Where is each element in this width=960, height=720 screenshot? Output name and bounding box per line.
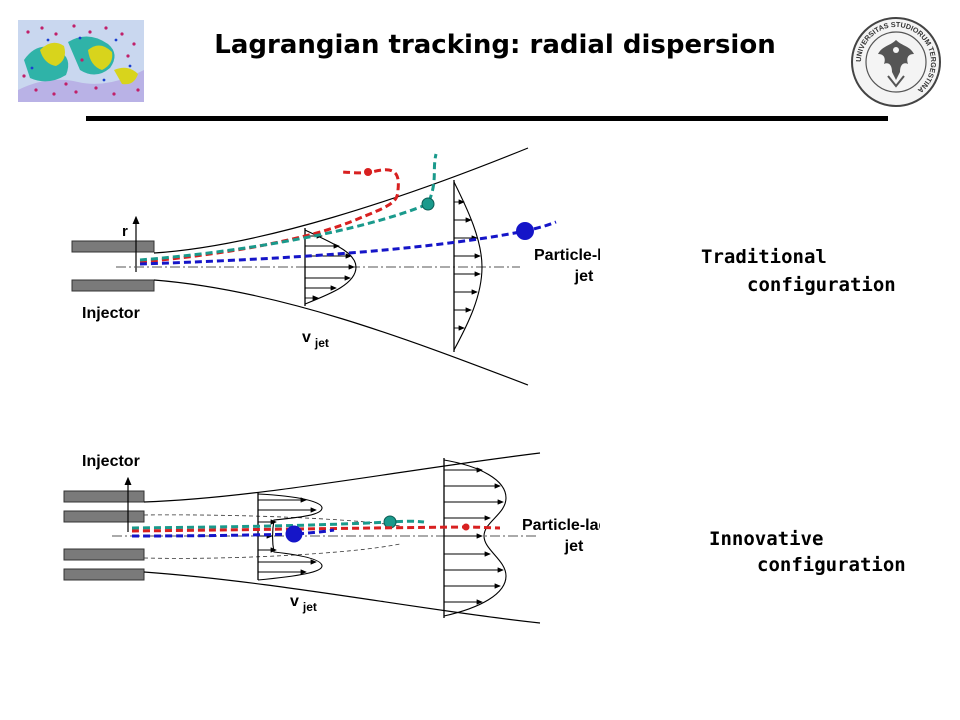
particle-blue	[516, 222, 534, 240]
page-title: Lagrangian tracking: radial dispersion	[214, 30, 776, 60]
injector-outer-upper-wall	[63, 490, 145, 503]
particle-blue-bottom	[285, 525, 303, 543]
trajectory-red	[139, 168, 400, 264]
profile-1-curve	[304, 229, 357, 305]
jet-label-bottom-line1: Particle-laden	[522, 517, 600, 534]
innovative-label-line2: configuration	[757, 554, 906, 576]
particle-teal-bottom	[383, 515, 397, 529]
jet-label-line1: Particle-laden	[534, 247, 600, 264]
title-divider	[86, 116, 888, 121]
profile-1-arrows	[305, 233, 355, 301]
inner-stream-upper	[143, 514, 401, 527]
profile-2-curve	[453, 181, 483, 351]
profile-2-arrows	[454, 199, 481, 331]
jet-label-line2: jet	[574, 268, 594, 285]
particle-teal	[421, 197, 435, 211]
university-seal-icon: UNIVERSITAS STUDIORUM TERGESTINA	[851, 17, 941, 107]
particle-red-bottom	[462, 523, 470, 531]
r-label: r	[122, 223, 128, 240]
trajectory-red-bottom	[131, 525, 501, 533]
traditional-label-line2: configuration	[747, 274, 896, 296]
innovative-label-line1: Innovative	[709, 528, 824, 550]
profile-4-curve	[443, 459, 507, 617]
traditional-diagram: r	[71, 147, 600, 386]
particle-red	[364, 168, 372, 176]
injector-upper-wall	[71, 240, 155, 253]
trajectory-blue	[139, 220, 557, 266]
jet-boundary-lower	[153, 279, 529, 386]
jet-boundary-lower-bottom	[143, 571, 541, 624]
injector-outer-lower-wall	[63, 568, 145, 581]
particle-simulation-thumbnail-icon	[18, 20, 144, 102]
injector-inner-lower-wall	[63, 548, 145, 561]
jet-label-bottom-line2: jet	[564, 538, 584, 555]
injector-label: Injector	[82, 305, 140, 322]
trajectory-teal-bottom	[131, 519, 425, 530]
profile-4-arrows	[444, 467, 504, 605]
jet-boundary-upper	[153, 147, 529, 254]
dispersion-diagram: r	[63, 147, 600, 624]
injector-lower-wall	[71, 279, 155, 292]
injector-inner-upper-wall	[63, 510, 145, 523]
profile-3-arrows	[258, 497, 317, 575]
jet-boundary-upper-bottom	[143, 452, 541, 503]
injector-label-bottom: Injector	[82, 453, 140, 470]
traditional-label-line1: Traditional	[701, 246, 827, 268]
trajectory-blue-bottom	[131, 528, 335, 538]
trajectory-teal	[139, 153, 438, 262]
inner-stream-lower	[143, 543, 401, 559]
